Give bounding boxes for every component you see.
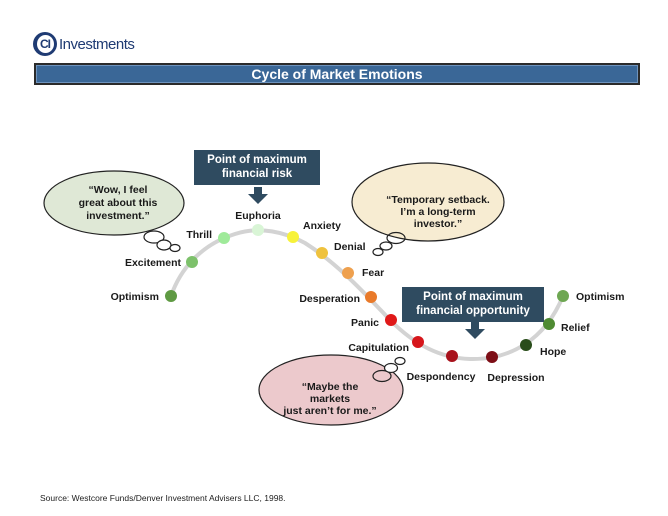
bubble-tail-circle xyxy=(394,356,406,366)
stage-dot-denial xyxy=(316,247,328,259)
stage-dot-despondency xyxy=(446,350,458,362)
stage-label-euphoria: Euphoria xyxy=(235,210,281,222)
bubble-text-line: markets xyxy=(310,393,350,405)
title-bar: Cycle of Market Emotions xyxy=(34,63,640,85)
stage-markers: Optimism Excitement Thrill EuphoriaAnxietyD… xyxy=(111,210,625,384)
stage-dot-anxiety xyxy=(287,231,299,243)
bubble-text-line: investor.” xyxy=(414,218,462,230)
stage-label-despondency: Despondency xyxy=(407,371,476,383)
stage-label-excitement: Excitement xyxy=(125,257,182,269)
bubble-text-line: I’m a long-term xyxy=(400,206,475,218)
callout-max-risk: Point of maximum financial risk xyxy=(194,150,320,185)
bubble-text-line: “Temporary setback. xyxy=(386,194,490,206)
ci-investments-logo: CI Investments xyxy=(33,31,135,57)
logo-text: Investments xyxy=(59,35,135,53)
stage-label-hope: Hope xyxy=(540,346,566,358)
bubble-tail-circle xyxy=(169,243,181,253)
stage-label-desperation: Desperation xyxy=(299,293,360,305)
stage-dot-relief xyxy=(543,318,555,330)
bubble-body xyxy=(351,162,505,242)
stage-dot-depression xyxy=(486,351,498,363)
bubble-tail-circle xyxy=(372,369,392,383)
bubble-text-line: investment.” xyxy=(86,210,150,222)
stage-dot-excitement xyxy=(186,256,198,268)
bubble-text-line: great about this xyxy=(79,197,158,209)
stage-dot-fear xyxy=(342,267,354,279)
stage-dot-hope xyxy=(520,339,532,351)
stage-dot-panic xyxy=(385,314,397,326)
down-arrow-icon xyxy=(248,187,268,204)
bubble-body xyxy=(258,354,404,426)
bubble-text-line: just aren’t for me.” xyxy=(282,405,376,417)
stage-dot-optimism xyxy=(165,290,177,302)
bubble-text-line: “Maybe the xyxy=(302,381,359,393)
stage-label-optimism: Optimism xyxy=(111,291,159,303)
bubble-text-line: “Wow, I feel xyxy=(89,184,148,196)
stage-label-optimism: Optimism xyxy=(576,291,624,303)
stage-dot-desperation xyxy=(365,291,377,303)
down-arrow-icon xyxy=(465,322,485,339)
thought-bubble-euphoria: “Wow, I feel great about this investment… xyxy=(43,170,185,253)
stage-dot-capitulation xyxy=(412,336,424,348)
page-title: Cycle of Market Emotions xyxy=(36,65,638,83)
source-note: Source: Westcore Funds/Denver Investment… xyxy=(40,493,286,503)
stage-label-anxiety: Anxiety xyxy=(303,220,341,232)
logo-mark-icon: CI xyxy=(33,32,57,56)
stage-dot-optimism xyxy=(557,290,569,302)
bubble-tail-circle xyxy=(386,231,406,245)
stage-dot-thrill xyxy=(218,232,230,244)
bubble-tail-circle xyxy=(372,247,384,257)
stage-dot-euphoria xyxy=(252,224,264,236)
bubble-tail-circle xyxy=(383,362,399,374)
stage-label-panic: Panic xyxy=(351,317,379,329)
callout-max-opportunity: Point of maximum financial opportunity xyxy=(402,287,544,322)
stage-label-capitulation: Capitulation xyxy=(348,342,409,354)
bubble-tail-circle xyxy=(156,239,172,251)
stage-label-depression: Depression xyxy=(487,372,544,384)
thought-bubble-capitulation: “Maybe the markets just aren’t for me.” xyxy=(258,354,406,426)
bubble-tail-circle xyxy=(143,230,165,244)
stage-label-relief: Relief xyxy=(561,322,590,334)
stage-label-thrill: Thrill xyxy=(186,229,212,241)
bubble-tail-circle xyxy=(379,241,393,251)
thought-bubble-denial: “Temporary setback. I’m a long-term inve… xyxy=(351,162,505,257)
stage-label-denial: Denial xyxy=(334,241,366,253)
stage-label-fear: Fear xyxy=(362,267,384,279)
bubble-body xyxy=(43,170,185,236)
